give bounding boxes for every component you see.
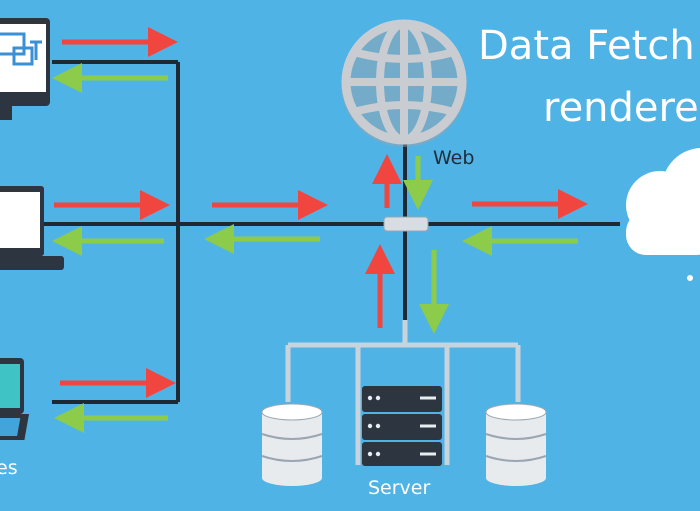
request-arrows <box>54 27 588 398</box>
database-icon <box>261 403 323 486</box>
laptop-icon <box>0 186 64 270</box>
desktop-monitor-icon <box>0 18 50 120</box>
server-label: Server <box>368 477 431 499</box>
hub-node-icon <box>383 216 429 232</box>
devices-label: es <box>0 457 18 479</box>
web-label: Web <box>433 147 475 169</box>
title-line-1: Data Fetch <box>478 23 695 69</box>
server-distribution <box>285 320 521 465</box>
database-icon <box>485 403 547 486</box>
globe-icon <box>341 19 467 147</box>
connection-lines <box>44 60 620 404</box>
tablet-icon <box>0 358 30 440</box>
server-rack-icon <box>362 386 442 466</box>
title-line-2: rendere <box>543 85 699 131</box>
response-arrows <box>52 63 578 433</box>
cloud-icon <box>626 148 700 281</box>
